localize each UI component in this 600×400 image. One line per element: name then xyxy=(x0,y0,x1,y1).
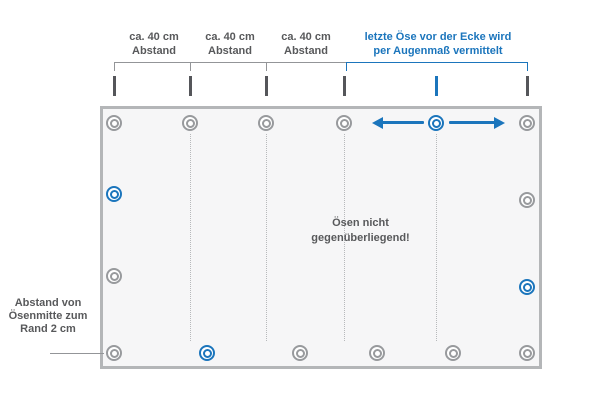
eyelet xyxy=(258,115,274,131)
measure-tick xyxy=(113,76,116,96)
eyelet-hole xyxy=(109,348,119,358)
eyelet-hole xyxy=(522,282,532,292)
eyelet-hole xyxy=(295,348,305,358)
eyelet xyxy=(106,268,122,284)
bracket-line xyxy=(114,62,346,63)
eyelet-hole xyxy=(339,118,349,128)
eyelet xyxy=(428,115,444,131)
eyelet xyxy=(106,345,122,361)
spacing-label-3-line2: Abstand xyxy=(284,45,328,57)
center-note-line2: gegenüberliegend! xyxy=(311,232,410,244)
eyelet xyxy=(199,345,215,361)
spacing-label-1-line1: ca. 40 cm xyxy=(129,31,179,43)
bracket-line xyxy=(346,62,528,63)
spacing-label-2-line1: ca. 40 cm xyxy=(205,31,255,43)
eyelet xyxy=(336,115,352,131)
guide-dotted-line xyxy=(266,134,267,341)
corner-note: letzte Öse vor der Ecke wird per Augenma… xyxy=(348,30,528,58)
measure-tick xyxy=(189,76,192,96)
bracket-tick xyxy=(114,62,115,71)
eyelet-hole xyxy=(448,348,458,358)
measure-tick xyxy=(343,76,346,96)
eyelet-hole xyxy=(185,118,195,128)
bracket-tick xyxy=(346,62,347,71)
eyelet-hole xyxy=(202,348,212,358)
eyelet-hole xyxy=(522,195,532,205)
eyelet xyxy=(292,345,308,361)
eyelet-hole xyxy=(372,348,382,358)
edge-distance-note: Abstand von Ösenmitte zum Rand 2 cm xyxy=(2,297,94,336)
bracket-tick xyxy=(527,62,528,71)
measure-tick xyxy=(265,76,268,96)
eyelet-hole xyxy=(109,118,119,128)
eyelet-hole xyxy=(109,271,119,281)
eyelet-hole xyxy=(109,189,119,199)
arrow-left-icon xyxy=(372,117,383,129)
eyelet xyxy=(369,345,385,361)
spacing-label-2-line2: Abstand xyxy=(208,45,252,57)
spacing-label-2: ca. 40 cm Abstand xyxy=(188,30,272,58)
arrow-right-shaft xyxy=(449,121,495,124)
arrow-right-icon xyxy=(494,117,505,129)
eyelet-hole xyxy=(522,348,532,358)
eyelet-hole xyxy=(431,118,441,128)
edge-distance-pointer-line xyxy=(50,353,104,354)
eyelet xyxy=(519,115,535,131)
eyelet-hole xyxy=(261,118,271,128)
eyelet-hole xyxy=(522,118,532,128)
measure-tick xyxy=(526,76,529,96)
center-note: Ösen nicht gegenüberliegend! xyxy=(288,216,433,246)
corner-note-line2: per Augenmaß vermittelt xyxy=(373,45,503,57)
eyelet xyxy=(106,115,122,131)
spacing-label-3: ca. 40 cm Abstand xyxy=(264,30,348,58)
center-note-line1: Ösen nicht xyxy=(332,217,389,229)
banner-panel xyxy=(100,106,542,369)
eyelet xyxy=(445,345,461,361)
eyelet xyxy=(519,345,535,361)
spacing-label-1-line2: Abstand xyxy=(132,45,176,57)
spacing-label-1: ca. 40 cm Abstand xyxy=(112,30,196,58)
guide-dotted-line xyxy=(190,134,191,341)
eyelet xyxy=(519,192,535,208)
eyelet xyxy=(182,115,198,131)
eyelet xyxy=(519,279,535,295)
guide-dotted-line xyxy=(436,134,437,341)
bracket-tick xyxy=(190,62,191,71)
spacing-label-3-line1: ca. 40 cm xyxy=(281,31,331,43)
eyelet xyxy=(106,186,122,202)
guide-dotted-line xyxy=(344,134,345,341)
arrow-left-shaft xyxy=(382,121,424,124)
bracket-tick xyxy=(266,62,267,71)
corner-note-line1: letzte Öse vor der Ecke wird xyxy=(364,31,512,43)
measure-tick xyxy=(435,76,438,96)
edge-distance-note-line3: Rand 2 cm xyxy=(20,323,76,335)
edge-distance-note-line2: Ösenmitte zum xyxy=(8,310,88,322)
edge-distance-note-line1: Abstand von xyxy=(14,297,82,309)
